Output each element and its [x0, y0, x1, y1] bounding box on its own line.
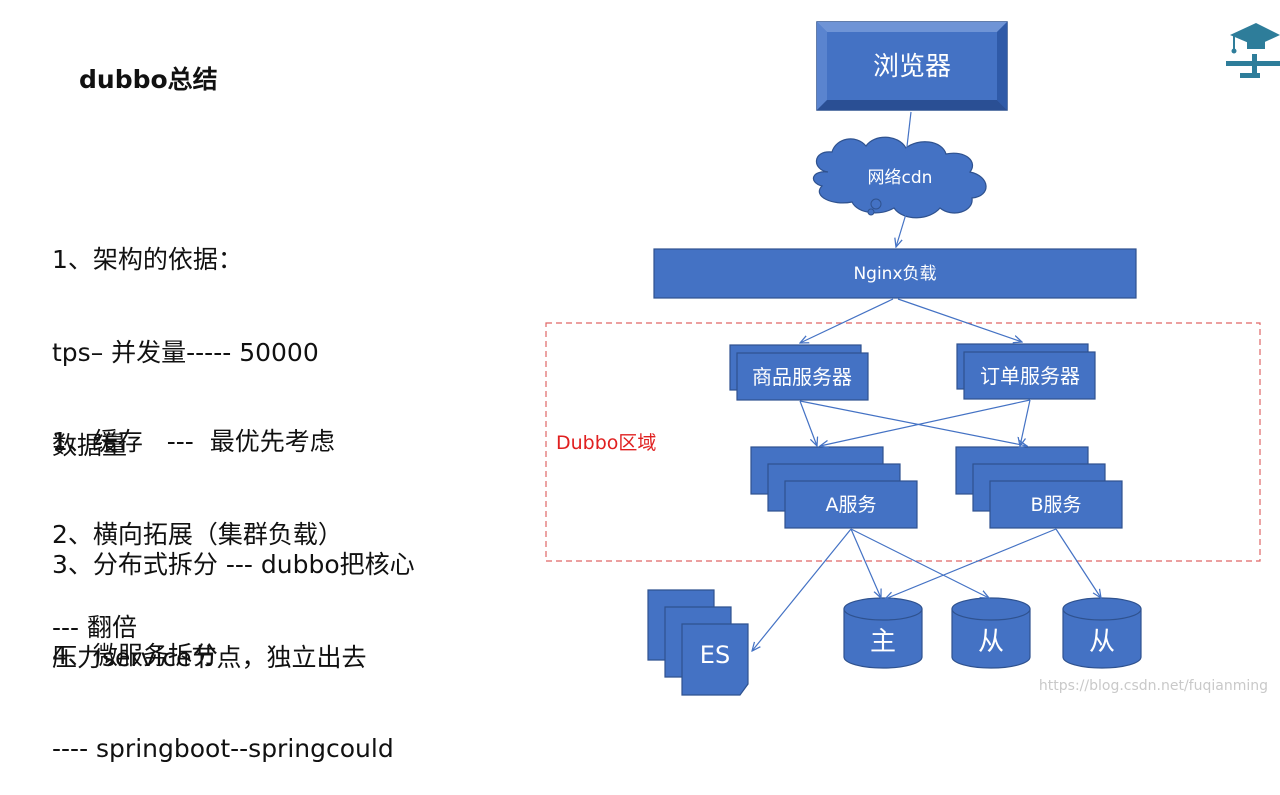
nginx-label: Nginx负载	[853, 264, 936, 284]
graduation-cap-logo	[1226, 23, 1280, 78]
cdn-cloud: 网络cdn	[812, 136, 987, 219]
arrow-product-b	[799, 400, 1027, 446]
architecture-diagram: Dubbo区域 浏览器 网络cdn Nginx负载 商品服务器 订单服务器 A服…	[545, 21, 1261, 696]
arrow-a-es	[752, 528, 852, 651]
architecture-basis-text: 1、架构的依据： tps– 并发量----- 50000 数据量	[52, 182, 319, 492]
text-line: tps– 并发量----- 50000	[52, 338, 319, 367]
order-service-label: 订单服务器	[980, 364, 1080, 388]
page-title: dubbo总结	[79, 65, 218, 94]
text-line: ---- springboot--springcould	[52, 734, 394, 763]
text-line: 3、分布式拆分 --- dubbo把核心	[52, 550, 415, 579]
product-service-stack: 商品服务器	[729, 344, 869, 401]
cdn-label: 网络cdn	[868, 168, 933, 188]
arrow-a-slave1	[850, 528, 989, 598]
arrow-b-slave2	[1055, 528, 1101, 598]
db-slave-1-label: 从	[978, 627, 1004, 657]
order-service-stack: 订单服务器	[956, 343, 1096, 400]
arrow-order-a	[820, 399, 1031, 446]
text-line: 1、缓存 --- 最优先考虑	[52, 427, 335, 456]
arrow-b-master	[885, 528, 1057, 599]
arrow-cdn-nginx	[896, 213, 907, 247]
watermark-text: https://blog.csdn.net/fuqianming	[1038, 678, 1268, 694]
dubbo-region-label: Dubbo区域	[556, 432, 656, 454]
text-line: 数据量	[52, 431, 128, 460]
product-service-label: 商品服务器	[752, 365, 852, 389]
text-line: 4、微服务拆分	[52, 641, 218, 670]
arrow-browser-cdn	[906, 111, 912, 155]
db-master-label: 主	[870, 627, 896, 657]
service-b-label: B服务	[1030, 494, 1081, 516]
optimization-text: 1、缓存 --- 最优先考虑 2、横向拓展（集群负载） --- 翻倍	[52, 364, 343, 674]
arrow-order-b	[1020, 399, 1031, 446]
db-slave-1: 从	[951, 597, 1031, 669]
nginx-node	[653, 248, 1137, 299]
db-master: 主	[843, 597, 923, 669]
distributed-split-text: 3、分布式拆分 --- dubbo把核心 压力service节点，独立出去	[52, 487, 415, 704]
arrow-nginx-order	[897, 298, 1022, 342]
db-slave-2-label: 从	[1089, 627, 1115, 657]
service-a-stack: A服务	[750, 446, 918, 529]
dubbo-region	[545, 322, 1261, 562]
browser-label: 浏览器	[873, 52, 951, 82]
db-slave-2: 从	[1062, 597, 1142, 669]
text-line: 1、架构的依据：	[52, 245, 243, 274]
es-document-stack: ES	[647, 589, 749, 696]
connectors	[752, 111, 1101, 651]
arrow-nginx-product	[800, 298, 894, 343]
text-line: 2、横向拓展（集群负载）	[52, 520, 343, 549]
browser-node: 浏览器	[816, 21, 1008, 111]
service-a-label: A服务	[826, 494, 877, 516]
es-label: ES	[700, 641, 730, 669]
arrow-product-a	[799, 400, 817, 446]
text-line: --- 翻倍	[52, 613, 138, 642]
service-b-stack: B服务	[955, 446, 1123, 529]
text-line: 压力service节点，独立出去	[52, 643, 367, 672]
arrow-a-master	[850, 528, 881, 598]
